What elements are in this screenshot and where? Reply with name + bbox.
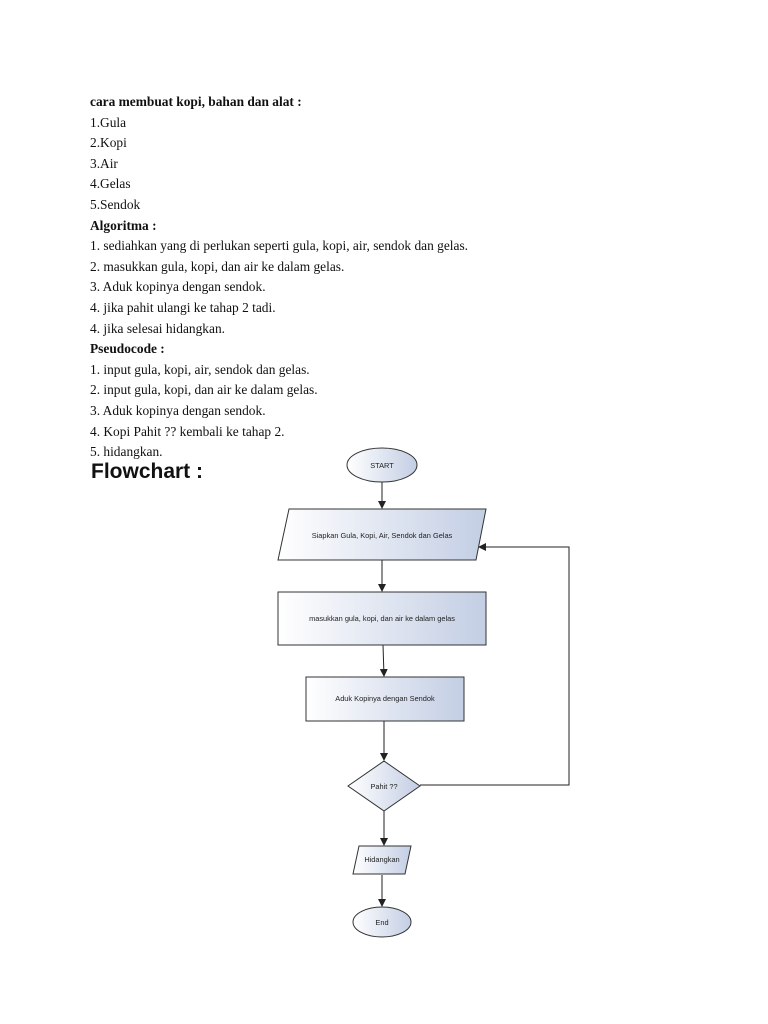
algorithm-step: 3. Aduk kopinya dengan sendok.	[90, 279, 266, 295]
pseudocode-step: 3. Aduk kopinya dengan sendok.	[90, 402, 266, 418]
decision-label: Pahit ??	[370, 782, 397, 791]
algorithm-step: 1. sediahkan yang di perlukan seperti gu…	[90, 238, 469, 254]
stir-process	[305, 676, 465, 722]
algorithm-step: 4. jika selesai hidangkan.	[90, 320, 225, 336]
algorithm-step: 4. jika pahit ulangi ke tahap 2 tadi.	[90, 299, 276, 315]
ingredient-item: 5.Sendok	[90, 196, 141, 212]
pseudocode-heading: Pseudocode :	[90, 341, 165, 357]
decision-diamond	[347, 760, 421, 812]
ingredient-item: 3.Air	[90, 155, 118, 171]
mix-process	[277, 591, 487, 646]
start-terminator	[346, 447, 418, 483]
algorithm-heading: Algoritma :	[90, 217, 157, 233]
ingredient-item: 4.Gelas	[90, 176, 131, 192]
start-label: START	[370, 461, 394, 470]
end-label: End	[375, 918, 388, 927]
algorithm-step: 2. masukkan gula, kopi, dan air ke dalam…	[90, 258, 345, 274]
ingredients-heading: cara membuat kopi, bahan dan alat :	[90, 94, 302, 109]
stir-label: Aduk Kopinya dengan Sendok	[335, 694, 435, 703]
flow-connectors	[378, 482, 570, 907]
serve-io	[352, 845, 412, 875]
end-terminator	[352, 906, 412, 938]
serve-label: Hidangkan	[364, 855, 399, 864]
prepare-io	[277, 508, 487, 561]
mix-label: masukkan gula, kopi, dan air ke dalam ge…	[309, 614, 455, 623]
arrow-mix-to-stir	[379, 644, 388, 677]
prepare-label: Siapkan Gula, Kopi, Air, Sendok dan Gela…	[312, 531, 453, 540]
flowchart-heading: Flowchart :	[91, 460, 204, 483]
ingredient-item: 1.Gula	[90, 114, 127, 130]
pseudocode-step: 1. input gula, kopi, air, sendok dan gel…	[90, 361, 310, 377]
pseudocode-step: 2. input gula, kopi, dan air ke dalam ge…	[90, 382, 318, 398]
pseudocode-step: 4. Kopi Pahit ?? kembali ke tahap 2.	[90, 423, 285, 439]
ingredient-item: 2.Kopi	[90, 135, 127, 151]
pseudocode-step: 5. hidangkan.	[90, 444, 163, 460]
document-body: cara membuat kopi, bahan dan alat : 1.Gu…	[90, 92, 710, 463]
arrow-loop-back	[420, 543, 570, 786]
